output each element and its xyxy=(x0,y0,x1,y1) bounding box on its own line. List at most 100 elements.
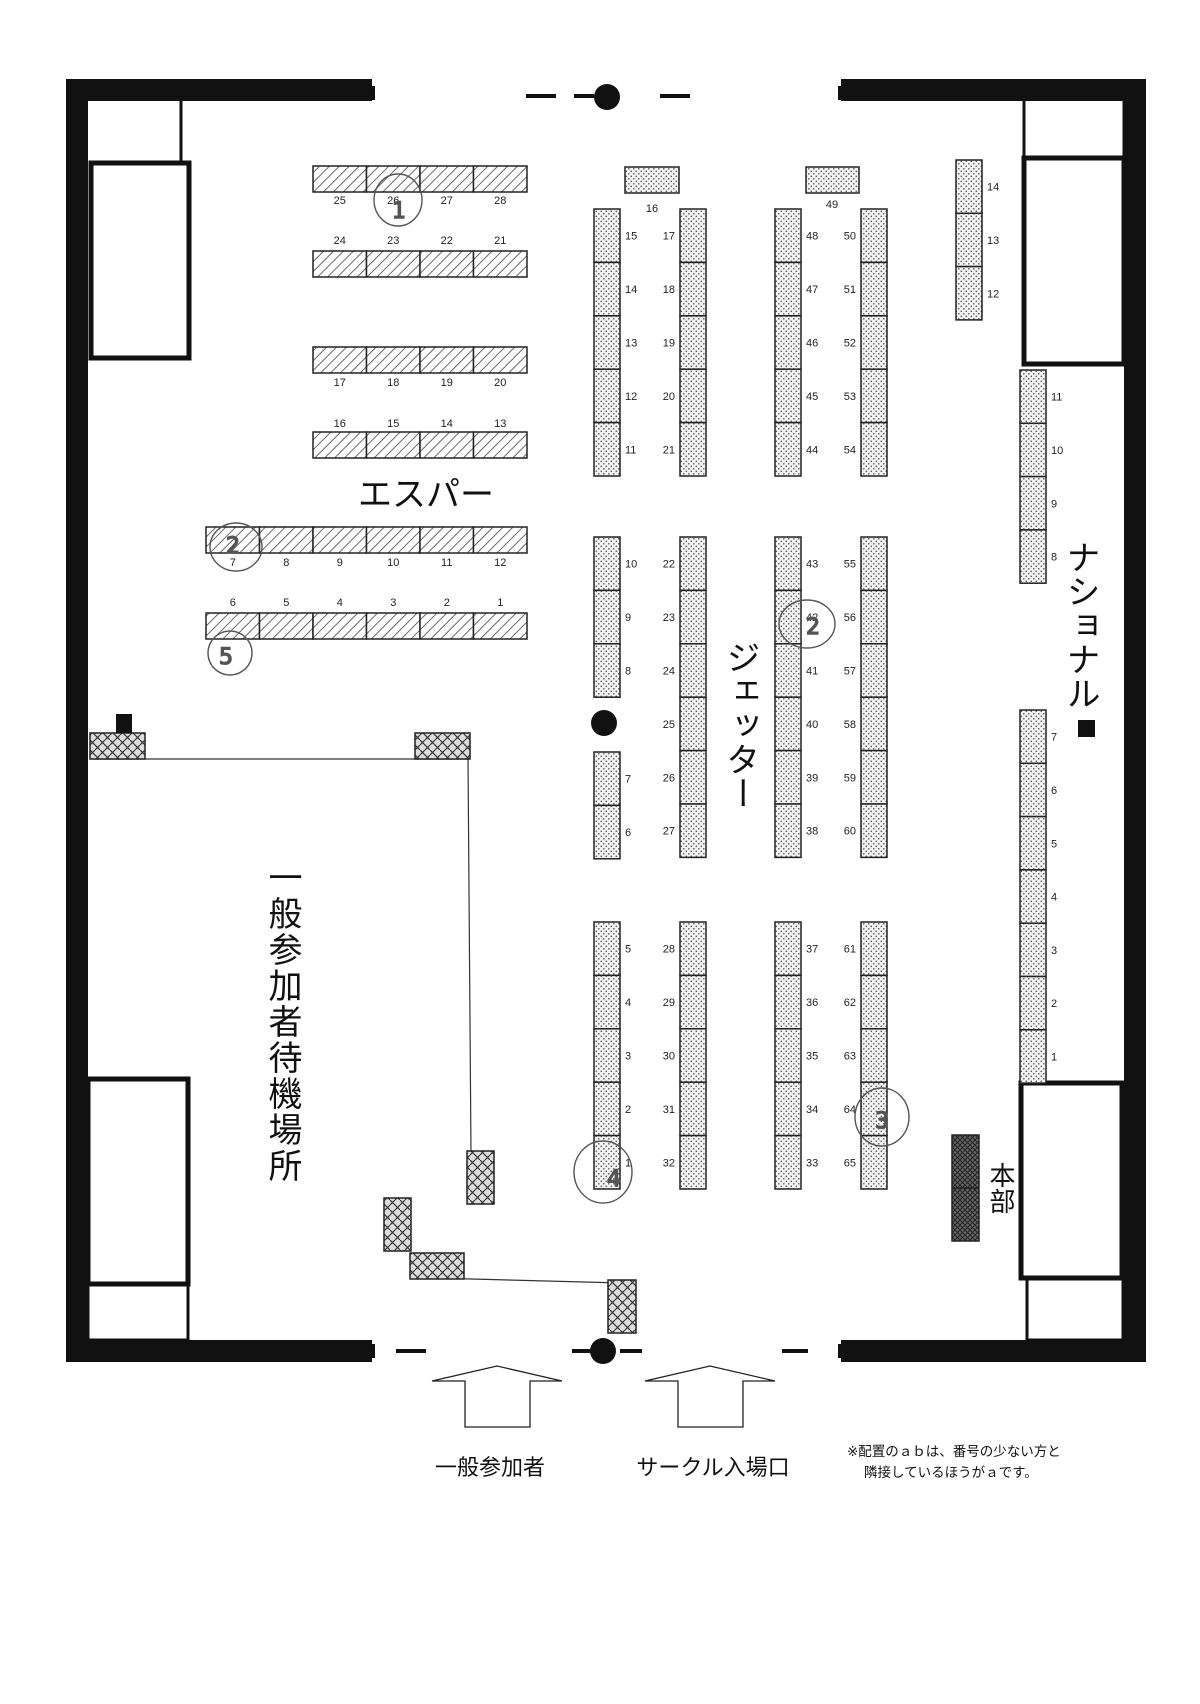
jetter-booth xyxy=(774,921,802,977)
national-booth-number: 5 xyxy=(1051,838,1057,850)
esper-booth xyxy=(472,612,528,640)
esper-booth xyxy=(419,250,475,278)
jetter-booth xyxy=(593,804,621,860)
jetter-booth-number: 9 xyxy=(625,612,631,624)
jetter-booth xyxy=(593,421,621,477)
jetter-booth-number: 22 xyxy=(663,559,675,571)
esper-booth-number: 24 xyxy=(334,235,346,247)
esper-booth-number: 12 xyxy=(494,557,506,569)
jetter-booth xyxy=(860,803,888,859)
jetter-booth-number: 52 xyxy=(844,338,856,350)
jetter-booth-number: 37 xyxy=(806,944,818,956)
handwritten-mark: 2 xyxy=(226,534,240,559)
handwritten-circle xyxy=(207,630,253,676)
jetter-booth-number: 54 xyxy=(844,444,856,456)
jetter-booth xyxy=(593,1028,621,1083)
handwritten-mark: 4 xyxy=(607,1167,621,1192)
jetter-booth xyxy=(774,208,802,264)
jetter-booth xyxy=(774,749,802,805)
national-marker xyxy=(1078,720,1095,737)
jetter-booth-number: 58 xyxy=(844,719,856,731)
national-booth-number: 4 xyxy=(1051,892,1057,904)
jetter-booth-number: 4 xyxy=(625,997,631,1009)
jetter-booth-number: 45 xyxy=(806,391,818,403)
handwritten-mark: 5 xyxy=(219,645,233,670)
jetter-booth xyxy=(624,166,680,194)
waiting-area xyxy=(89,710,637,1334)
jetter-booth xyxy=(805,166,860,194)
hq-desk xyxy=(951,1134,980,1242)
esper-booth-number: 26 xyxy=(387,195,399,207)
jetter-booth xyxy=(774,368,802,424)
jetter-booth-number: 27 xyxy=(663,826,675,838)
national-booth-number: 7 xyxy=(1051,732,1057,744)
esper-booth-number: 21 xyxy=(494,235,506,247)
esper-booth-number: 5 xyxy=(283,597,289,609)
esper-booth-number: 18 xyxy=(387,377,399,389)
jetter-booth xyxy=(593,1081,621,1137)
jetter-booth-number: 26 xyxy=(663,772,675,784)
esper-booth-number: 22 xyxy=(441,235,453,247)
jetter-booth xyxy=(679,315,707,370)
esper-booth-number: 1 xyxy=(497,597,503,609)
jetter-booth-number: 11 xyxy=(625,444,636,456)
esper-booth-number: 4 xyxy=(337,597,343,609)
national-booth xyxy=(955,212,983,268)
esper-booth xyxy=(472,165,528,193)
jetter-booth xyxy=(593,315,621,370)
jetter-booth xyxy=(774,1134,802,1190)
esper-booth xyxy=(365,346,421,374)
jetter-booth xyxy=(679,536,707,592)
jetter-booth-number: 63 xyxy=(844,1051,856,1063)
jetter-booth-number: 60 xyxy=(844,826,856,838)
esper-booth-number: 15 xyxy=(387,418,399,430)
esper-booth xyxy=(472,250,528,278)
esper-booth-number: 7 xyxy=(230,557,236,569)
esper-booth xyxy=(312,250,368,278)
national-booth-number: 14 xyxy=(987,182,999,194)
jetter-booth-number: 24 xyxy=(663,666,675,678)
jetter-booth xyxy=(860,421,888,477)
jetter-booth-number: 62 xyxy=(844,997,856,1009)
handwritten-circle xyxy=(373,173,423,227)
jetter-booth-number: 14 xyxy=(625,284,637,296)
jetter-booth xyxy=(774,803,802,859)
national-booth xyxy=(1019,869,1047,924)
esper-booth-number: 14 xyxy=(441,418,453,430)
jetter-booth xyxy=(860,208,888,264)
jetter-booth-number: 17 xyxy=(663,231,675,243)
esper-booth-number: 17 xyxy=(334,377,346,389)
handwritten-mark: 2 xyxy=(806,615,820,640)
jetter-booth xyxy=(860,536,888,592)
jetter-booth xyxy=(774,643,802,698)
jetter-booth xyxy=(593,643,621,698)
jetter-booth xyxy=(679,421,707,477)
jetter-pillar xyxy=(591,710,617,736)
jetter-booth-number: 42 xyxy=(806,612,818,624)
jetter-booth xyxy=(860,974,888,1030)
national-booth xyxy=(1019,975,1047,1031)
jetter-booth xyxy=(679,749,707,805)
area-label-esper: エスパー xyxy=(358,475,494,515)
jetter-booth-number: 40 xyxy=(806,719,818,731)
jetter-booth-number: 50 xyxy=(844,231,856,243)
national-booth xyxy=(1019,422,1047,478)
side-rooms xyxy=(85,96,1127,1342)
national-booth xyxy=(1019,815,1047,871)
jetter-booth-number: 65 xyxy=(844,1157,856,1169)
jetter-booth-number: 29 xyxy=(663,997,675,1009)
jetter-booth-number: 15 xyxy=(625,231,637,243)
jetter-booth xyxy=(679,368,707,424)
handwritten-mark: 1 xyxy=(392,199,406,224)
national-booth-number: 9 xyxy=(1051,498,1057,510)
area-label-jetter: ジェッター xyxy=(720,640,760,810)
national-booth-number: 8 xyxy=(1051,552,1057,564)
jetter-booth xyxy=(860,261,888,317)
esper-booth-number: 11 xyxy=(441,557,452,569)
esper-booth-number: 6 xyxy=(230,597,236,609)
esper-booth-number: 25 xyxy=(334,195,346,207)
national-booth xyxy=(955,159,983,215)
jetter-booth-number: 34 xyxy=(806,1104,818,1116)
jetter-booth xyxy=(679,1134,707,1190)
